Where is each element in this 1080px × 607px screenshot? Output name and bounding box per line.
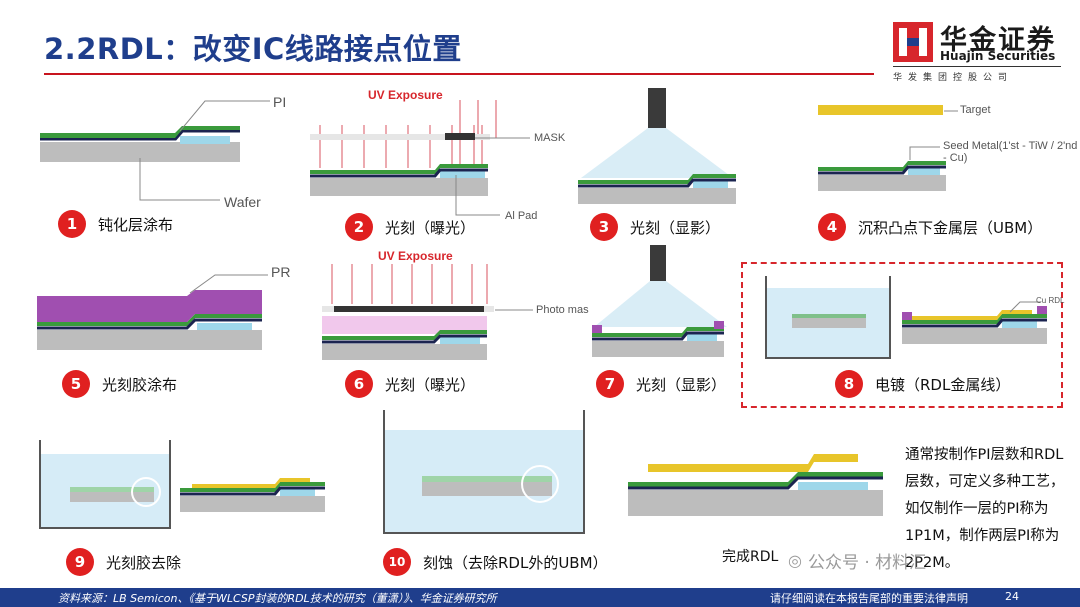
process-note: 通常按制作PI层数和RDL层数，可定义多种工艺，如仅制作一层的PI称为1P1M，… bbox=[905, 447, 1065, 571]
step-label: 钝化层涂布 bbox=[98, 215, 174, 234]
callout-photo-mask: Photo mas bbox=[536, 304, 589, 316]
final-rdl-label: 完成RDL bbox=[722, 549, 779, 565]
step8-tank-diagram bbox=[765, 276, 891, 359]
step-7: 7 光刻（显影） bbox=[596, 370, 726, 398]
step6-diagram bbox=[322, 264, 494, 360]
callout-seed-metal: Seed Metal(1'st - TiW / 2'nd - Cu) bbox=[943, 140, 1078, 164]
step-2: 2 光刻（曝光） bbox=[345, 213, 475, 241]
callout-pr: PR bbox=[271, 264, 291, 280]
step2-diagram bbox=[310, 100, 497, 196]
step8-wafer-diagram bbox=[902, 306, 1047, 344]
step-label: 光刻（显影） bbox=[636, 375, 727, 394]
step-label: 刻蚀（去除RDL外的UBM） bbox=[423, 553, 608, 572]
step-10: 10 刻蚀（去除RDL外的UBM） bbox=[383, 548, 608, 576]
callout-cu-rdl: Cu RDL bbox=[1036, 296, 1065, 305]
callout-pi: PI bbox=[273, 94, 287, 110]
step-number: 9 bbox=[66, 548, 94, 576]
step-number: 2 bbox=[345, 213, 373, 241]
step9-tank-diagram bbox=[39, 440, 171, 529]
step-number: 6 bbox=[345, 370, 373, 398]
page-number: 24 bbox=[1005, 590, 1019, 603]
callout-uv-exposure-2: UV Exposure bbox=[378, 249, 453, 263]
step-label: 光刻（曝光） bbox=[385, 218, 476, 237]
step-label: 电镀（RDL金属线） bbox=[875, 375, 1011, 394]
step7-diagram bbox=[592, 245, 727, 357]
step-number: 7 bbox=[596, 370, 624, 398]
step10-tank-diagram bbox=[383, 410, 585, 534]
callout-al-pad: Al Pad bbox=[505, 210, 538, 222]
step-8: 8 电镀（RDL金属线） bbox=[835, 370, 1010, 398]
step-number: 5 bbox=[62, 370, 90, 398]
step-number: 8 bbox=[835, 370, 863, 398]
step4-diagram bbox=[818, 105, 946, 191]
final-rdl-diagram bbox=[628, 454, 883, 516]
step9-wafer-diagram bbox=[180, 478, 325, 512]
watermark-text: 公众号 · 材料汇 bbox=[807, 553, 927, 573]
step-6: 6 光刻（曝光） bbox=[345, 370, 475, 398]
step3-diagram bbox=[578, 88, 736, 204]
watermark: ◎ 公众号 · 材料汇 bbox=[788, 548, 926, 573]
logo-divider bbox=[893, 66, 1061, 67]
page-title: 2.2RDL：改变IC线路接点位置 bbox=[44, 32, 462, 66]
step-label: 光刻胶涂布 bbox=[102, 375, 178, 394]
step-4: 4 沉积凸点下金属层（UBM） bbox=[818, 213, 1042, 241]
huajin-logo-icon bbox=[893, 22, 933, 62]
step-number: 3 bbox=[590, 213, 618, 241]
footer-disclaimer: 请仔细阅读在本报告尾部的重要法律声明 bbox=[770, 592, 968, 605]
step-5: 5 光刻胶涂布 bbox=[62, 370, 177, 398]
highlight-step8-box bbox=[741, 262, 1063, 408]
logo-company-en: Huajin Securities bbox=[940, 49, 1056, 63]
step-label: 光刻胶去除 bbox=[106, 553, 182, 572]
step5-diagram bbox=[37, 290, 262, 350]
logo-company-cn: 华金证券 bbox=[940, 25, 1056, 56]
wechat-icon: ◎ bbox=[788, 551, 802, 570]
step-label: 光刻（显影） bbox=[630, 218, 721, 237]
callout-uv-exposure-1: UV Exposure bbox=[368, 88, 443, 102]
step-9: 9 光刻胶去除 bbox=[66, 548, 181, 576]
step-label: 光刻（曝光） bbox=[385, 375, 476, 394]
logo-subtitle: 华发集团控股公司 bbox=[893, 73, 1014, 83]
step-number: 1 bbox=[58, 210, 86, 238]
step-number: 10 bbox=[383, 548, 411, 576]
footer-bar bbox=[0, 588, 1080, 607]
callout-mask: MASK bbox=[534, 132, 566, 144]
step-1: 1 钝化层涂布 bbox=[58, 210, 173, 238]
step1-diagram bbox=[40, 126, 240, 162]
step-3: 3 光刻（显影） bbox=[590, 213, 720, 241]
title-divider bbox=[44, 73, 874, 75]
step-label: 沉积凸点下金属层（UBM） bbox=[858, 218, 1043, 237]
callout-wafer: Wafer bbox=[224, 194, 261, 210]
footer-source: 资料来源：LB Semicon、《基于WLCSP封装的RDL技术的研究（董潇）》… bbox=[58, 592, 497, 605]
callout-target: Target bbox=[960, 104, 991, 116]
step-number: 4 bbox=[818, 213, 846, 241]
